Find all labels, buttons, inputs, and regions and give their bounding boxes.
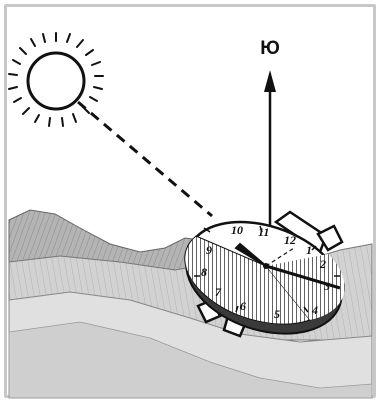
dial-number-12: 12 (284, 233, 296, 247)
dial-number-5: 5 (274, 307, 280, 321)
dial-number-7: 7 (215, 285, 222, 299)
dial-number-1: 1 (306, 243, 312, 257)
dial-number-2: 2 (319, 257, 326, 271)
sun-direction-line (78, 102, 212, 216)
dial-number-4: 4 (311, 303, 318, 317)
direction-label: Ю (260, 38, 280, 59)
dial-number-11: 11 (258, 225, 269, 239)
dial-number-6: 6 (240, 299, 246, 313)
dial-number-10: 10 (231, 223, 243, 237)
sun-icon (9, 33, 103, 126)
dial-number-9: 9 (206, 243, 212, 257)
dial-number-8: 8 (201, 265, 207, 279)
